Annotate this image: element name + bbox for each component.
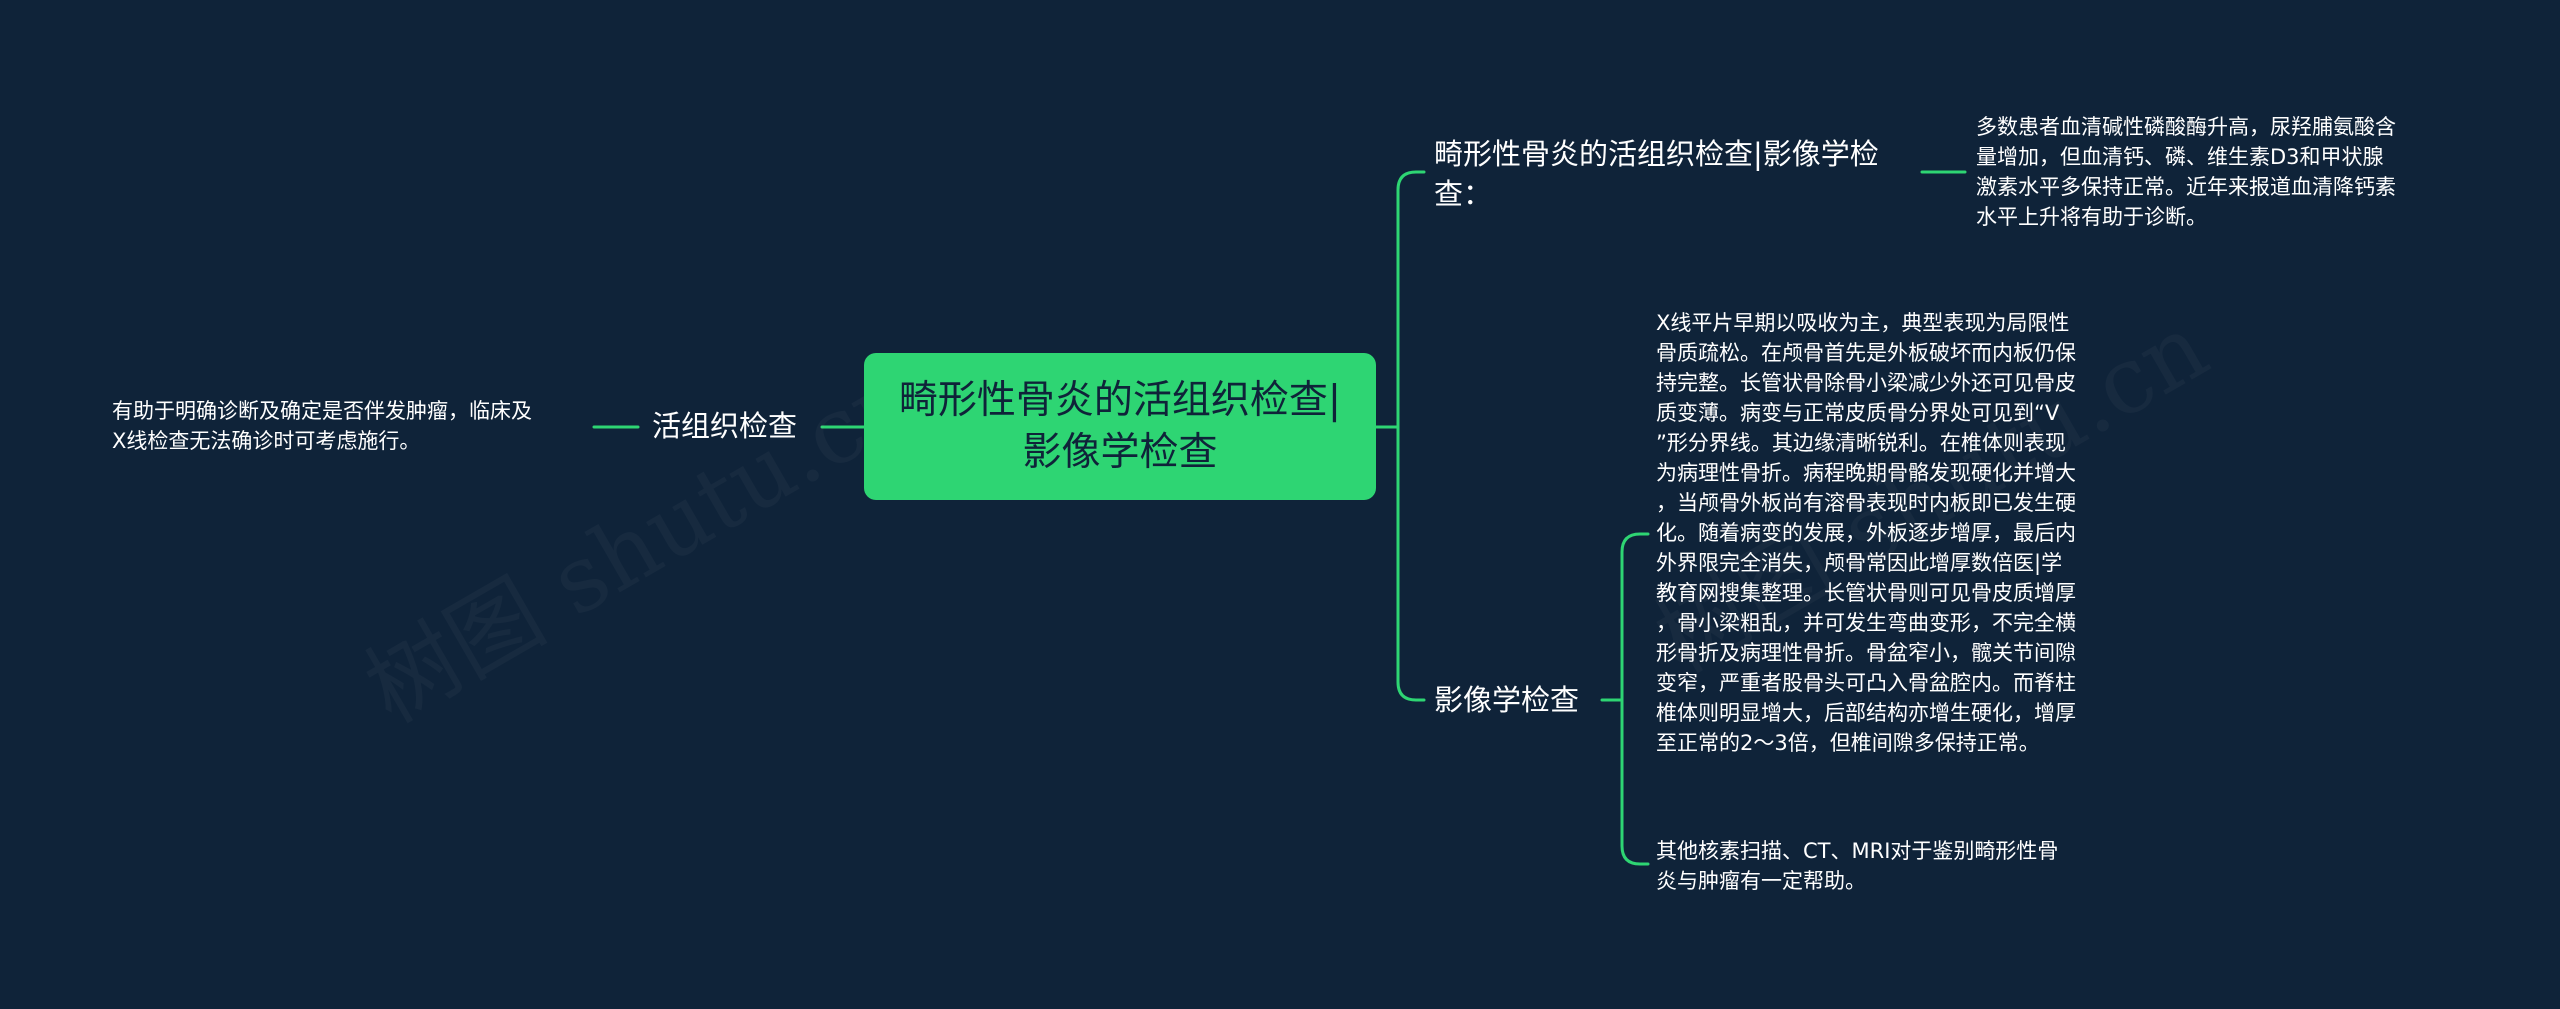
leaf-line: 至正常的2～3倍，但椎间隙多保持正常。: [1656, 731, 2040, 755]
leaf-line: ，当颅骨外板尚有溶骨表现时内板即已发生硬: [1656, 491, 2076, 515]
leaf-line: 形骨折及病理性骨折。骨盆窄小，髋关节间隙: [1656, 641, 2076, 665]
leaf-line: 其他核素扫描、CT、MRI对于鉴别畸形性骨: [1656, 839, 2059, 863]
leaf-line: 为病理性骨折。病程晚期骨骼发现硬化并增大: [1656, 461, 2076, 485]
leaf-other-imaging[interactable]: 其他核素扫描、CT、MRI对于鉴别畸形性骨 炎与肿瘤有一定帮助。: [1656, 836, 2058, 896]
leaf-line: 持完整。长管状骨除骨小梁减少外还可见骨皮: [1656, 371, 2076, 395]
branch-imaging[interactable]: 影像学检查: [1434, 683, 1580, 717]
leaf-line: 水平上升将有助于诊断。: [1976, 205, 2207, 229]
leaf-line: 激素水平多保持正常。近年来报道血清降钙素: [1976, 175, 2396, 199]
leaf-line: X线平片早期以吸收为主，典型表现为局限性: [1656, 311, 2070, 335]
leaf-line: 多数患者血清碱性磷酸酶升高，尿羟脯氨酸含: [1976, 115, 2396, 139]
leaf-line: 变窄，严重者股骨头可凸入骨盆腔内。而脊柱: [1656, 671, 2076, 695]
leaf-line: 教育网搜集整理。长管状骨则可见骨皮质增厚: [1656, 581, 2076, 605]
leaf-line: 有助于明确诊断及确定是否伴发肿瘤，临床及: [112, 399, 532, 423]
branch-line: 畸形性骨炎的活组织检查|影像学检: [1434, 137, 1879, 171]
leaf-line: 质变薄。病变与正常皮质骨分界处可见到“V: [1656, 401, 2060, 425]
root-node-line: 畸形性骨炎的活组织检查|: [898, 377, 1342, 423]
leaf-line: 化。随着病变的发展，外板逐步增厚，最后内: [1656, 521, 2076, 545]
leaf-line: ”形分界线。其边缘清晰锐利。在椎体则表现: [1656, 431, 2066, 455]
leaf-line: ，骨小梁粗乱，并可发生弯曲变形，不完全横: [1656, 611, 2076, 635]
connector-trunk-branch1: [1396, 170, 1426, 429]
leaf-biopsy[interactable]: 有助于明确诊断及确定是否伴发肿瘤，临床及 X线检查无法确诊时可考虑施行。: [112, 396, 532, 456]
branch-line: 查：: [1434, 177, 1493, 211]
branch-biopsy-imaging[interactable]: 畸形性骨炎的活组织检查|影像学检 查：: [1434, 134, 1879, 214]
leaf-line: 骨质疏松。在颅骨首先是外板破坏而内板仍保: [1656, 341, 2076, 365]
leaf-line: 外界限完全消失，颅骨常因此增厚数倍医|学: [1656, 551, 2063, 575]
leaf-lab-findings[interactable]: 多数患者血清碱性磷酸酶升高，尿羟脯氨酸含 量增加，但血清钙、磷、维生素D3和甲状…: [1976, 112, 2396, 232]
leaf-line: 椎体则明显增大，后部结构亦增生硬化，增厚: [1656, 701, 2076, 725]
leaf-xray-findings[interactable]: X线平片早期以吸收为主，典型表现为局限性 骨质疏松。在颅骨首先是外板破坏而内板仍…: [1656, 308, 2076, 758]
branch-biopsy[interactable]: 活组织检查: [652, 409, 798, 443]
root-node-line: 影像学检查: [1022, 429, 1218, 475]
leaf-line: 炎与肿瘤有一定帮助。: [1656, 869, 1866, 893]
leaf-line: 量增加，但血清钙、磷、维生素D3和甲状腺: [1976, 145, 2384, 169]
connector-subtrunk-leafB: [1620, 698, 1650, 866]
connector-trunk-branch2: [1396, 425, 1426, 702]
root-node[interactable]: 畸形性骨炎的活组织检查| 影像学检查: [864, 353, 1376, 500]
leaf-line: X线检查无法确诊时可考虑施行。: [112, 429, 421, 453]
connector-subtrunk-leafA: [1620, 532, 1650, 702]
